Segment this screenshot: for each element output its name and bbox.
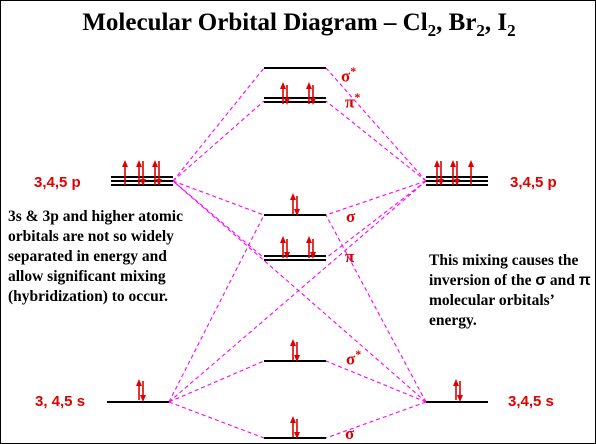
correlation-line	[168, 214, 265, 403]
electron-pair	[290, 416, 300, 439]
electron-pair	[290, 193, 300, 216]
correlation-line	[172, 180, 265, 216]
note-pi-symbol: π	[578, 272, 591, 289]
page-title: Molecular Orbital Diagram – Cl2, Br2, I2	[1, 9, 595, 41]
electron-arrows	[122, 82, 474, 439]
mo-symbol: σ	[345, 424, 355, 443]
correlation-line	[168, 360, 265, 403]
correlation-line	[325, 100, 427, 182]
electron-pair	[136, 379, 146, 402]
title-subscript-br: 2	[476, 21, 485, 40]
molecular-orbital-levels	[264, 67, 326, 439]
correlation-line	[172, 67, 265, 182]
electron-pair	[468, 160, 474, 185]
note-sigma-symbol: σ	[535, 272, 546, 289]
mo-label-sigma-star-s: σ*	[346, 348, 361, 368]
electron-pair	[122, 160, 128, 185]
electron-pair	[434, 160, 444, 186]
correlation-line	[325, 360, 427, 403]
correlation-line	[325, 180, 427, 259]
ao-label-p-left: 3,4,5 p	[34, 174, 81, 191]
mo-label-sigma-star-p: σ*	[341, 65, 356, 85]
electron-pair	[306, 82, 316, 105]
note-text: This mixing causes the inversion of the	[429, 252, 579, 289]
correlation-lines	[168, 67, 427, 439]
mo-star: *	[354, 90, 361, 104]
mo-label-sigma-p: σ	[346, 208, 355, 225]
correlation-line	[325, 214, 427, 403]
title-main: Molecular Orbital Diagram – Cl	[82, 9, 428, 36]
electron-pair	[136, 160, 146, 186]
electron-pair	[450, 160, 460, 186]
correlation-line	[325, 401, 427, 439]
title-sep-br: , Br	[436, 9, 477, 36]
note-right-inversion: This mixing causes the inversion of the …	[429, 251, 595, 331]
mo-label-pi: π	[345, 248, 354, 265]
electron-pair	[280, 236, 290, 259]
correlation-line	[172, 100, 265, 182]
electron-pair	[152, 160, 162, 186]
mo-symbol: π	[345, 247, 355, 266]
electron-pair	[290, 339, 300, 362]
ao-label-s-left: 3, 4,5 s	[35, 393, 86, 410]
mo-symbol: σ	[346, 207, 356, 226]
electron-pair	[453, 379, 463, 402]
note-left-hybridization: 3s & 3p and higher atomic orbitals are n…	[8, 208, 183, 305]
mo-star: *	[355, 347, 362, 361]
electron-pair	[280, 82, 290, 105]
correlation-line	[168, 180, 427, 403]
ao-label-p-right: 3,4,5 p	[510, 174, 557, 191]
mo-label-pi-star: π*	[345, 91, 360, 111]
ao-label-s-right: 3,4,5 s	[508, 393, 554, 410]
title-sep-i: , I	[484, 9, 508, 36]
correlation-line	[168, 401, 265, 439]
mo-symbol: σ	[341, 66, 351, 86]
title-subscript-cl: 2	[427, 21, 437, 40]
note-text: and	[545, 272, 579, 289]
mo-star: *	[350, 64, 357, 78]
correlation-line	[325, 180, 427, 216]
note-text: molecular orbitals’ energy.	[429, 292, 554, 329]
mo-label-sigma-s: σ	[345, 425, 354, 442]
mo-symbol: π	[345, 92, 355, 112]
electron-pair	[306, 236, 316, 259]
title-subscript-i: 2	[507, 21, 516, 40]
mo-symbol: σ	[346, 349, 356, 369]
